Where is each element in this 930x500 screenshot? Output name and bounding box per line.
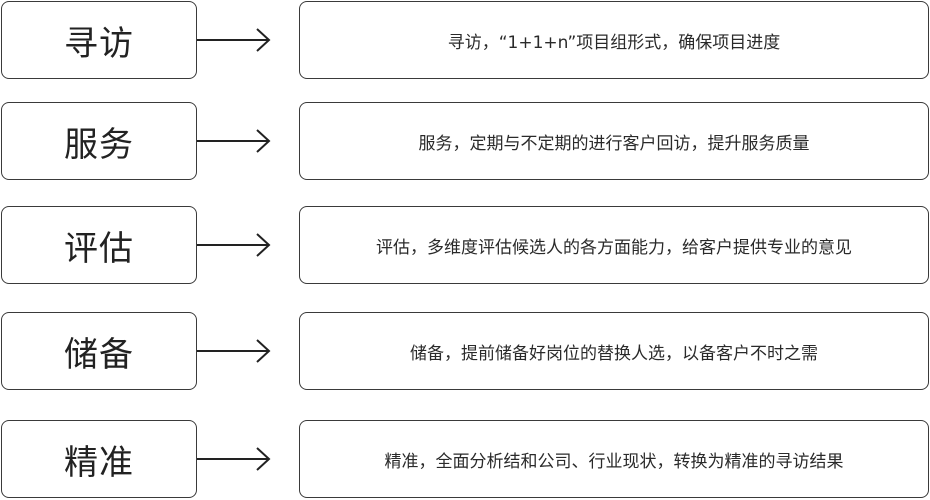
step-label-box: 寻访 xyxy=(1,1,197,79)
step-description: 储备，提前储备好岗位的替换人选，以备客户不时之需 xyxy=(410,343,818,364)
row-service: 服务 服务，定期与不定期的进行客户回访，提升服务质量 xyxy=(0,102,930,182)
row-precision: 精准 精准，全面分析结和公司、行业现状，转换为精准的寻访结果 xyxy=(0,420,930,500)
step-label: 服务 xyxy=(64,124,134,165)
arrow-right-icon xyxy=(197,129,271,153)
step-description: 精准，全面分析结和公司、行业现状，转换为精准的寻访结果 xyxy=(384,451,844,472)
arrow-right-icon xyxy=(197,447,271,471)
arrow-right-icon xyxy=(197,28,271,52)
step-label: 精准 xyxy=(64,442,134,483)
arrow-right-icon xyxy=(197,339,271,363)
step-description-box: 精准，全面分析结和公司、行业现状，转换为精准的寻访结果 xyxy=(299,420,929,498)
step-label-box: 精准 xyxy=(1,420,197,498)
step-label: 寻访 xyxy=(64,23,134,64)
step-description-box: 储备，提前储备好岗位的替换人选，以备客户不时之需 xyxy=(299,312,929,390)
step-label: 储备 xyxy=(64,334,134,375)
step-description: 寻访，“1+1+n”项目组形式，确保项目进度 xyxy=(447,32,781,53)
row-reserve: 储备 储备，提前储备好岗位的替换人选，以备客户不时之需 xyxy=(0,312,930,392)
step-description-box: 服务，定期与不定期的进行客户回访，提升服务质量 xyxy=(299,102,929,180)
row-evaluate: 评估 评估，多维度评估候选人的各方面能力，给客户提供专业的意见 xyxy=(0,206,930,286)
step-label-box: 储备 xyxy=(1,312,197,390)
row-search: 寻访 寻访，“1+1+n”项目组形式，确保项目进度 xyxy=(0,1,930,81)
step-label-box: 服务 xyxy=(1,102,197,180)
step-label-box: 评估 xyxy=(1,206,197,284)
step-description-box: 评估，多维度评估候选人的各方面能力，给客户提供专业的意见 xyxy=(299,206,929,284)
step-description: 服务，定期与不定期的进行客户回访，提升服务质量 xyxy=(418,133,810,154)
step-description: 评估，多维度评估候选人的各方面能力，给客户提供专业的意见 xyxy=(376,237,852,258)
arrow-right-icon xyxy=(197,233,271,257)
step-label: 评估 xyxy=(64,228,134,269)
step-description-box: 寻访，“1+1+n”项目组形式，确保项目进度 xyxy=(299,1,929,79)
